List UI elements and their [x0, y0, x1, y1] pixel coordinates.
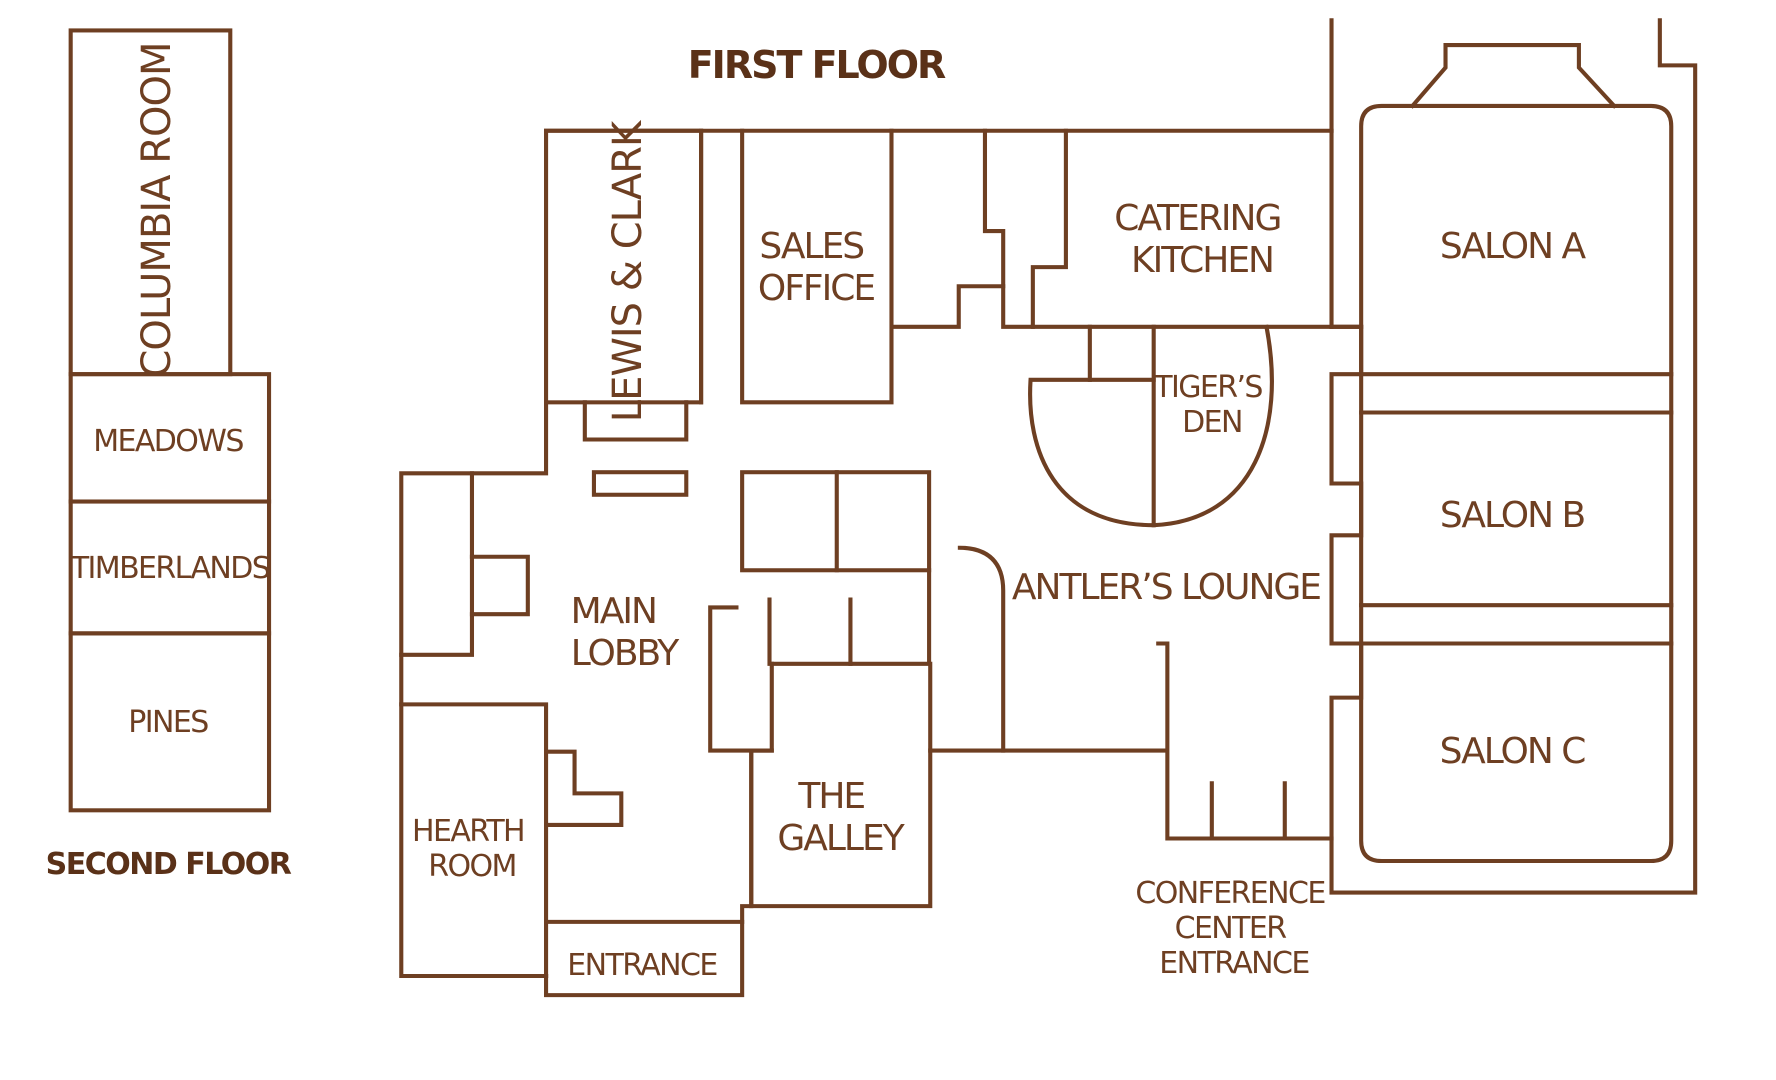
conference-outer-wall — [1329, 18, 1698, 895]
lounge-curved-wall — [957, 545, 1006, 753]
catering-kitchen-line-1: CATERING — [1114, 198, 1280, 239]
hearth-fireplace — [544, 749, 624, 827]
pines-label: PINES — [128, 705, 208, 740]
salon-b-label: SALON B — [1440, 495, 1585, 536]
first-floor-heading: FIRST FLOOR — [688, 43, 946, 87]
the-galley-outline — [749, 661, 933, 909]
salon-c-label: SALON C — [1440, 731, 1586, 772]
service-wall-2 — [1001, 128, 1068, 329]
second-floor-plan — [68, 28, 272, 813]
main-lobby-line-1: MAIN — [571, 591, 656, 632]
the-galley-label: THE GALLEY — [777, 776, 905, 859]
first-floor-plan — [399, 18, 1698, 998]
catering-kitchen-label: CATERING KITCHEN — [1114, 198, 1290, 281]
conference-center-entrance-label: CONFERENCE CENTER ENTRANCE — [1135, 876, 1332, 981]
lobby-bench — [591, 470, 689, 497]
the-galley-line-1: THE — [797, 776, 864, 817]
lobby-alcove — [469, 554, 530, 617]
tigers-den-line-2: DEN — [1182, 405, 1242, 440]
sales-office-label: SALES OFFICE — [758, 226, 875, 309]
hearth-room-label: HEARTH ROOM — [412, 814, 532, 884]
second-floor-heading: SECOND FLOOR — [46, 847, 292, 882]
timberlands-label: TIMBERLANDS — [70, 551, 270, 586]
lobby-pillar — [708, 605, 754, 753]
tigers-den-label: TIGER’S DEN — [1153, 370, 1270, 440]
hearth-room-line-1: HEARTH — [412, 814, 524, 849]
the-galley-line-2: GALLEY — [777, 818, 905, 859]
conference-entrance-line-3: ENTRANCE — [1159, 946, 1309, 981]
lobby-west-wall — [399, 400, 549, 979]
conference-entrance-line-1: CONFERENCE — [1135, 876, 1325, 911]
conference-entrance-line-2: CENTER — [1175, 911, 1287, 946]
main-lobby-line-2: LOBBY — [571, 633, 681, 674]
salon-block-outline — [1359, 103, 1674, 864]
service-wall-1 — [891, 128, 1006, 329]
catering-kitchen-line-2: KITCHEN — [1131, 240, 1273, 281]
sales-office-outline — [740, 128, 894, 405]
hearth-room-line-2: ROOM — [428, 849, 516, 884]
meadows-label: MEADOWS — [93, 424, 243, 459]
columbia-room-label: COLUMBIA ROOM — [134, 42, 180, 377]
entrance-label: ENTRANCE — [567, 948, 717, 983]
lobby-counter — [582, 400, 689, 442]
salon-a-stage — [1409, 43, 1618, 109]
sales-office-line-1: SALES — [759, 226, 863, 267]
conference-vestibule — [1156, 641, 1334, 841]
lobby-south-wall — [740, 748, 774, 924]
sales-office-line-2: OFFICE — [758, 268, 875, 309]
entrance-outline — [544, 919, 745, 998]
tigers-den-line-1: TIGER’S — [1153, 370, 1262, 405]
main-lobby-label: MAIN LOBBY — [571, 591, 681, 674]
pines-outline — [68, 631, 272, 813]
lewis-clark-label: LEWIS & CLARK — [605, 119, 651, 422]
antlers-lounge-label: ANTLER’S LOUNGE — [1012, 567, 1320, 608]
hearth-room-outline — [399, 702, 549, 979]
lobby-closet — [399, 471, 475, 657]
salon-a-label: SALON A — [1440, 226, 1587, 267]
